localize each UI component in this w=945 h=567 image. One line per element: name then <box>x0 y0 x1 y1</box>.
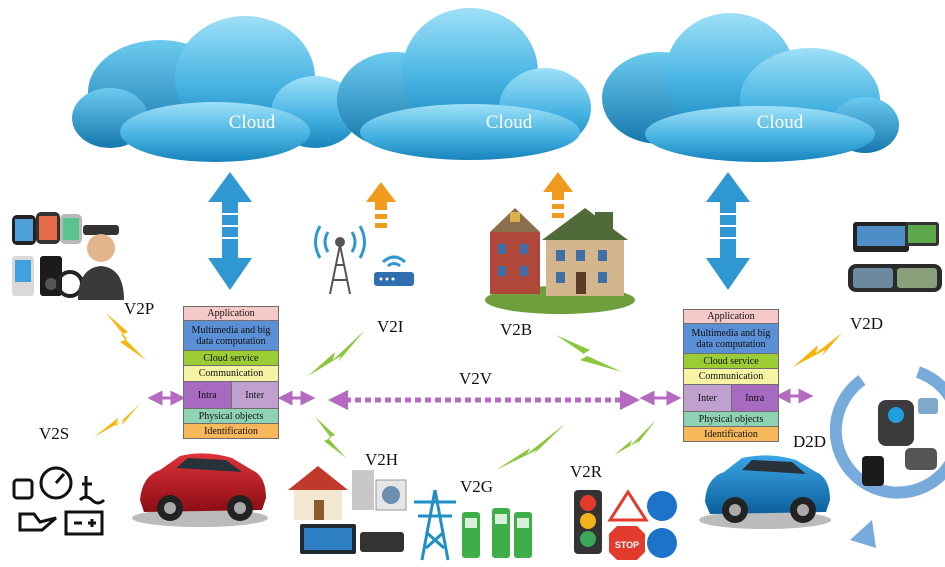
lightning-v2p <box>106 313 146 360</box>
lightning-v2s <box>94 404 140 437</box>
d2d-image <box>829 366 945 548</box>
layer-communication: Communication <box>183 366 279 382</box>
v2r-label: V2R <box>570 462 603 481</box>
layer-communication: Communication <box>683 369 779 385</box>
cloud-center-shape <box>337 8 591 160</box>
cloud-label-right: Cloud <box>756 112 804 133</box>
layer-identification: Identification <box>183 424 279 439</box>
upload-arrow-v2b <box>543 172 573 218</box>
v2i-label: V2I <box>377 317 404 336</box>
layer-multimedia: Multimedia and big data computation <box>183 321 279 351</box>
v2p-label: V2P <box>124 299 155 318</box>
v2v-arrow <box>328 390 640 410</box>
dash-devices-image <box>848 222 942 292</box>
upload-arrow-v2i <box>366 182 396 228</box>
lightning-v2b <box>556 335 622 372</box>
v2v-label: V2V <box>459 369 493 388</box>
cell-inter: Inter <box>684 385 731 411</box>
v2s-label: V2S <box>39 424 70 443</box>
dashboard-icons-image <box>12 466 106 536</box>
v2d-label: V2D <box>850 314 884 333</box>
cloud-label-center: Cloud <box>485 112 533 133</box>
blue-car-image <box>699 455 831 529</box>
cell-intra: Intra <box>184 382 231 408</box>
layer-multimedia: Multimedia and big data computation <box>683 324 779 354</box>
stack-link-arrows <box>147 388 814 406</box>
cloud-link-arrow-left <box>208 172 252 290</box>
power-grid-image <box>414 489 532 561</box>
v2h-label: V2H <box>365 450 399 469</box>
cloud-right-shape <box>602 13 899 162</box>
lightning-v2i <box>308 330 365 376</box>
buildings-image <box>485 208 635 314</box>
layer-physical-objects: Physical objects <box>683 412 779 427</box>
stop-sign-text: STOP <box>615 540 639 550</box>
cell-inter: Inter <box>230 382 278 408</box>
layer-cloud-service: Cloud service <box>683 354 779 369</box>
layer-intra-inter: Intra Inter <box>183 382 279 409</box>
lightning-v2d <box>793 333 842 367</box>
layer-inter-intra: Inter Intra <box>683 385 779 412</box>
layer-application: Application <box>183 306 279 321</box>
road-signs-image: STOP <box>574 489 677 560</box>
v2g-label: V2G <box>460 477 494 496</box>
cloud-left-shape <box>72 16 359 162</box>
lightning-v2h <box>315 417 346 458</box>
cloud-label-left: Cloud <box>228 112 276 133</box>
layer-physical-objects: Physical objects <box>183 409 279 424</box>
lightning-v2r <box>614 420 656 455</box>
tower-icon <box>314 225 366 295</box>
cell-intra: Intra <box>730 385 778 411</box>
v2b-label: V2B <box>500 320 533 339</box>
d2d-label: D2D <box>793 432 827 451</box>
layer-cloud-service: Cloud service <box>183 351 279 366</box>
cloud-link-arrow-right <box>706 172 750 290</box>
router-icon <box>374 255 414 286</box>
home-appliances-image <box>288 466 407 554</box>
red-car-image <box>132 453 268 527</box>
layer-identification: Identification <box>683 427 779 442</box>
arrow-dashes <box>222 213 736 239</box>
lightning-v2g <box>496 423 566 470</box>
wearables-image <box>12 212 84 298</box>
protocol-stack-right: Application Multimedia and big data comp… <box>683 309 779 442</box>
driver-icon <box>78 225 124 300</box>
protocol-stack-left: Application Multimedia and big data comp… <box>183 306 279 439</box>
layer-application: Application <box>683 309 779 324</box>
